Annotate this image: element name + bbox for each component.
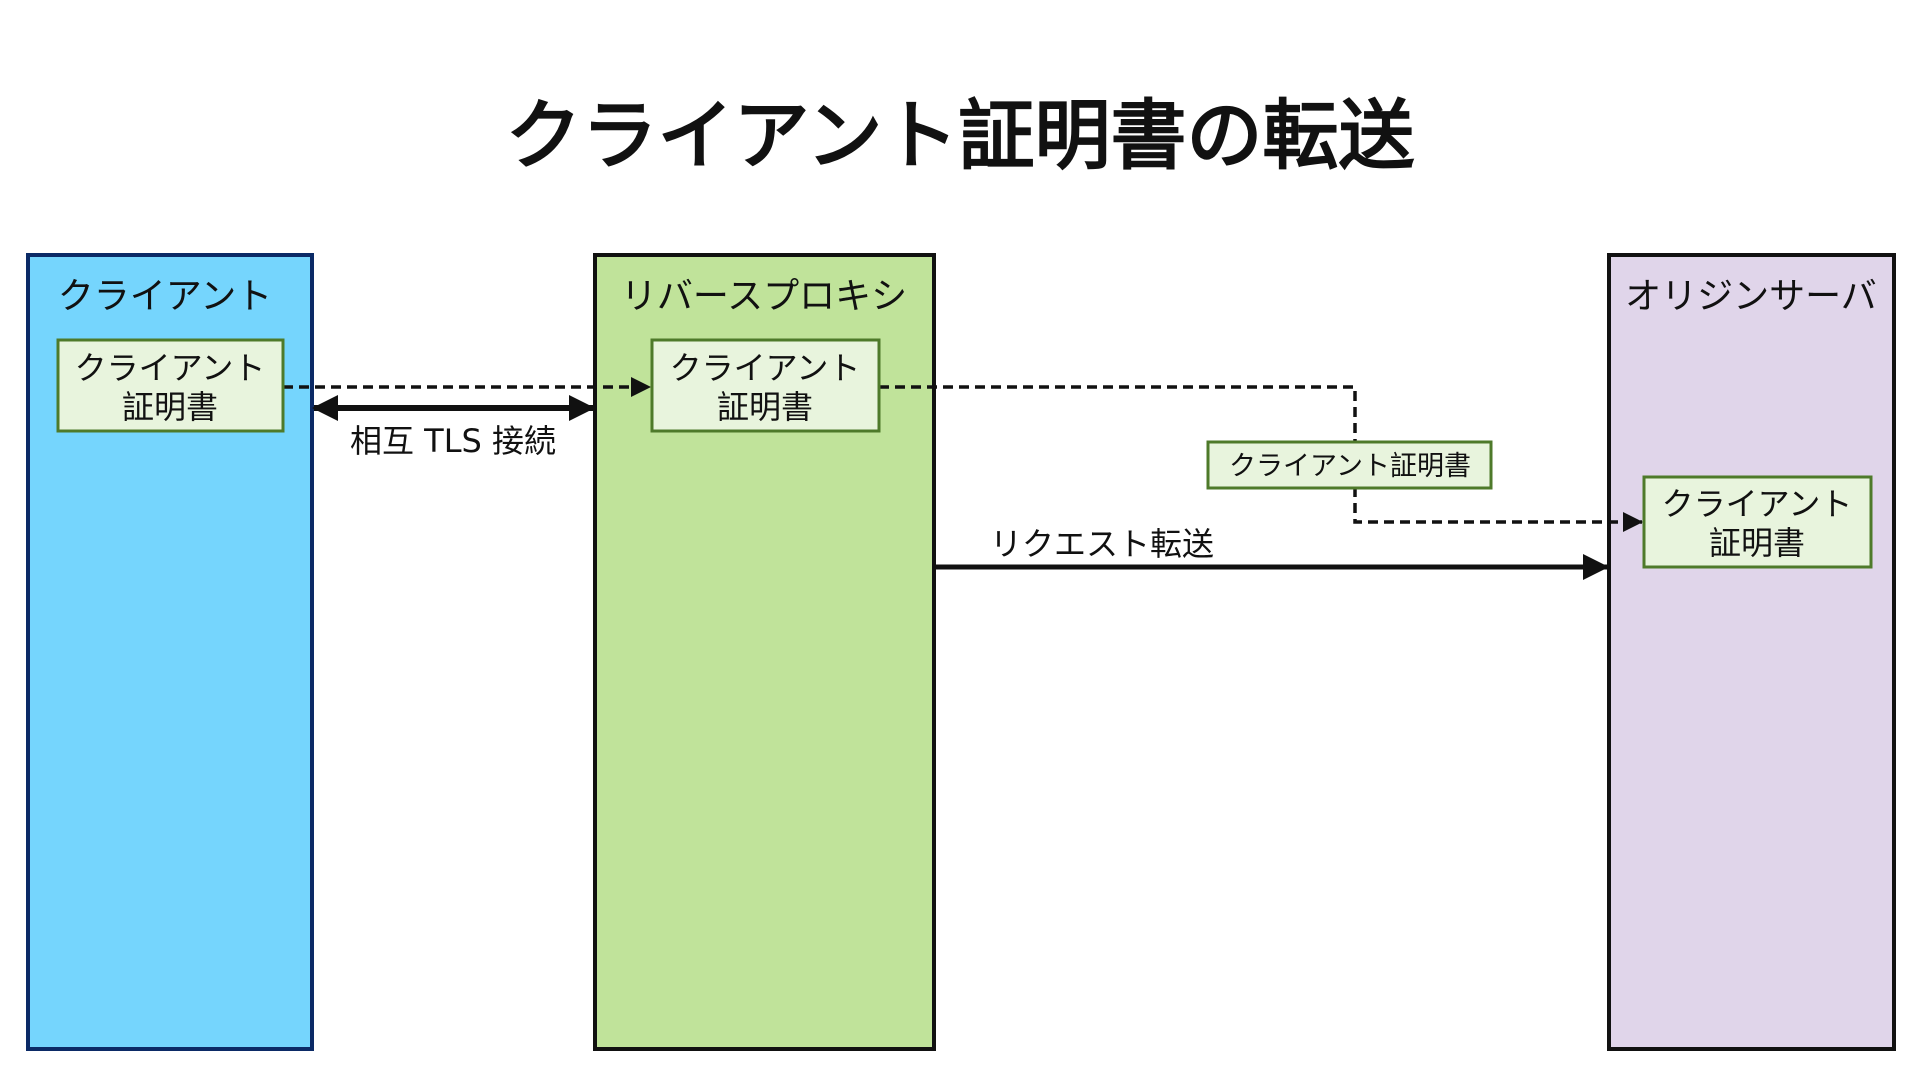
proxy-cert-line1: クライアント xyxy=(670,349,861,387)
origin-cert-box: クライアント 証明書 xyxy=(1642,475,1873,569)
lane-origin-label: オリジンサーバ xyxy=(1625,276,1877,317)
client-cert-box: クライアント 証明書 xyxy=(56,338,285,433)
lane-client-label: クライアント xyxy=(58,276,273,317)
cert-dashed-arrow-proxy-to-origin xyxy=(879,385,1643,532)
forwarded-cert-text: クライアント証明書 xyxy=(1229,451,1471,482)
proxy-cert-line2: 証明書 xyxy=(717,388,813,426)
proxy-cert-box: クライアント 証明書 xyxy=(650,338,881,433)
request-forward-label: リクエスト転送 xyxy=(990,525,1214,563)
lane-origin: オリジンサーバ xyxy=(1607,253,1896,1051)
client-cert-line2: 証明書 xyxy=(122,388,218,426)
diagram-title: クライアント証明書の転送 xyxy=(506,91,1415,180)
forwarded-cert-label: クライアント証明書 xyxy=(1206,440,1493,490)
client-cert-line1: クライアント xyxy=(75,349,266,387)
lane-proxy-label: リバースプロキシ xyxy=(621,276,907,317)
mtls-label: 相互 TLS 接続 xyxy=(350,422,556,460)
origin-cert-line1: クライアント xyxy=(1662,485,1853,523)
origin-cert-line2: 証明書 xyxy=(1709,524,1805,562)
